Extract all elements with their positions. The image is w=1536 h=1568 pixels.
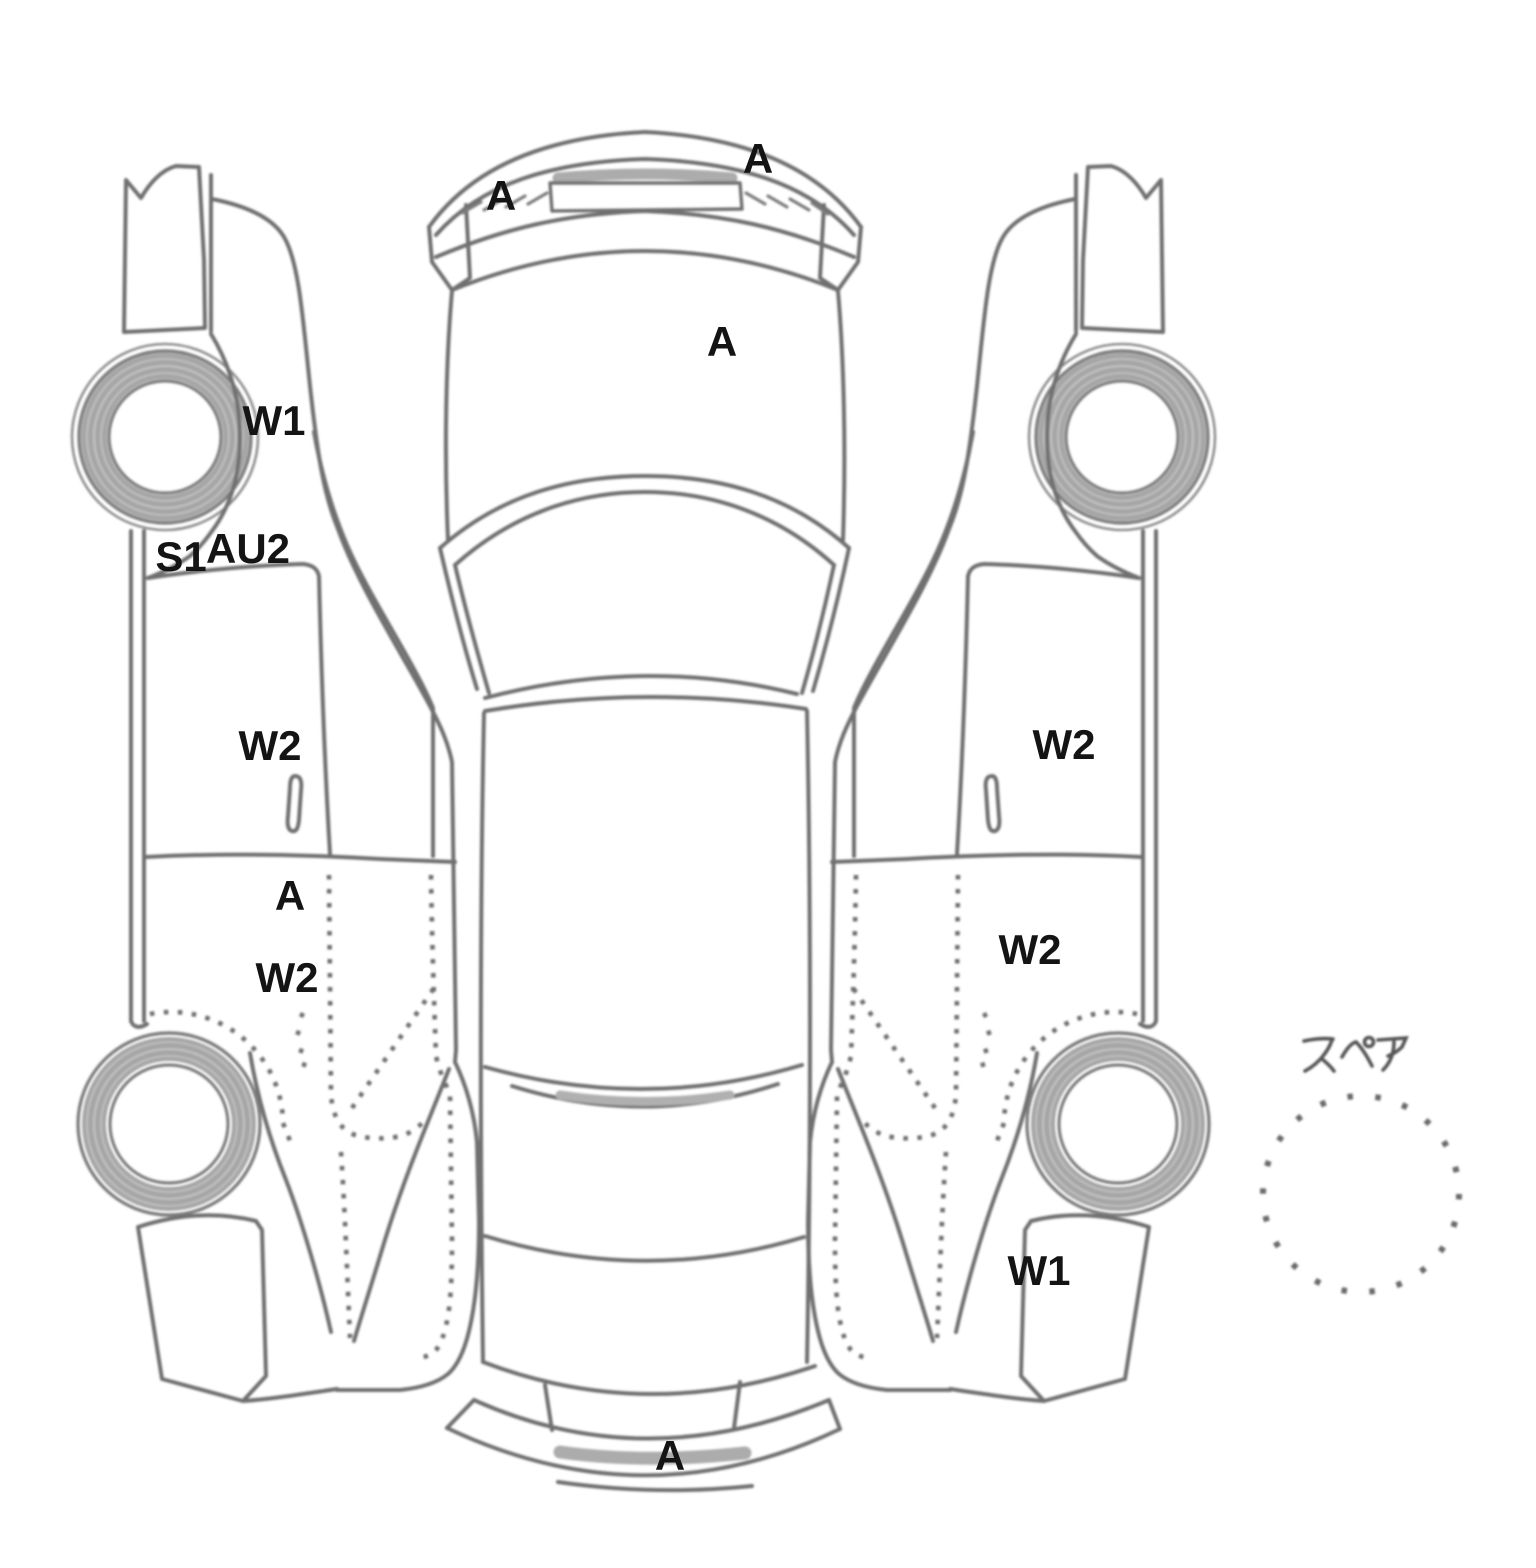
svg-text:A: A [275,872,305,919]
svg-text:W2: W2 [239,722,302,769]
svg-text:W2: W2 [256,954,319,1001]
svg-text:A: A [707,318,737,365]
svg-text:A: A [743,135,773,182]
svg-text:A: A [655,1432,685,1479]
svg-text:W2: W2 [1033,721,1096,768]
svg-text:AU2: AU2 [206,525,290,572]
svg-text:W2: W2 [999,926,1062,973]
svg-text:A: A [486,172,516,219]
svg-text:W1: W1 [1008,1247,1071,1294]
svg-text:S1: S1 [155,533,206,580]
svg-text:W1: W1 [243,397,306,444]
